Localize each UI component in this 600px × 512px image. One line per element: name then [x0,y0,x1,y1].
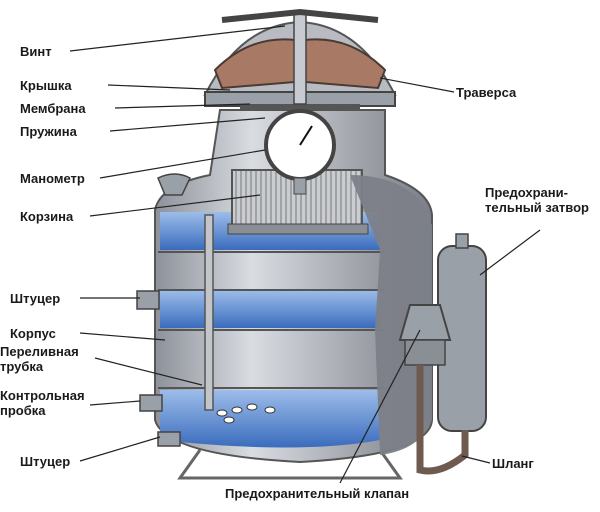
label-basket: Корзина [20,209,74,224]
label-control-line1: Контрольная [0,388,85,403]
label-control-line2: пробка [0,403,46,418]
label-spring: Пружина [20,124,77,139]
membrane [240,104,360,110]
screw-handle [221,8,379,23]
label-overflow-line2: трубка [0,359,44,374]
label-shutter-line1: Предохрани- [485,185,568,200]
fitting-left-top [136,290,160,310]
label-safety-valve: Предохранительный клапан [225,486,410,501]
body-cutaway-shadow [350,175,432,455]
label-manometer: Манометр [20,171,85,186]
label-housing: Корпус [10,326,56,341]
safety-valve [398,304,452,341]
fitting-bottom [157,431,181,447]
label-lid: Крышка [20,78,72,93]
label-traverse: Траверса [456,85,517,100]
label-membrane: Мембрана [20,101,86,116]
label-fitting-bottom: Штуцер [20,454,71,469]
leader-lines [69,25,541,484]
legs [177,449,403,480]
screw-shaft [293,13,307,105]
label-overflow-line1: Переливная [0,344,79,359]
label-hose: Шланг [492,456,534,471]
manometer-stem [293,177,307,195]
water-layer-2 [160,290,380,328]
overflow-tube [204,214,214,411]
chamber-dividers [158,251,385,389]
water-layer-bottom [160,390,380,448]
label-shutter-line2: тельный затвор [485,200,589,215]
basket-base [227,223,369,235]
hose [416,365,469,475]
control-plug [139,394,163,412]
label-fitting-top: Штуцер [10,291,61,306]
funnel [157,173,191,196]
bubbles [216,403,276,424]
label-screw: Винт [20,44,52,59]
